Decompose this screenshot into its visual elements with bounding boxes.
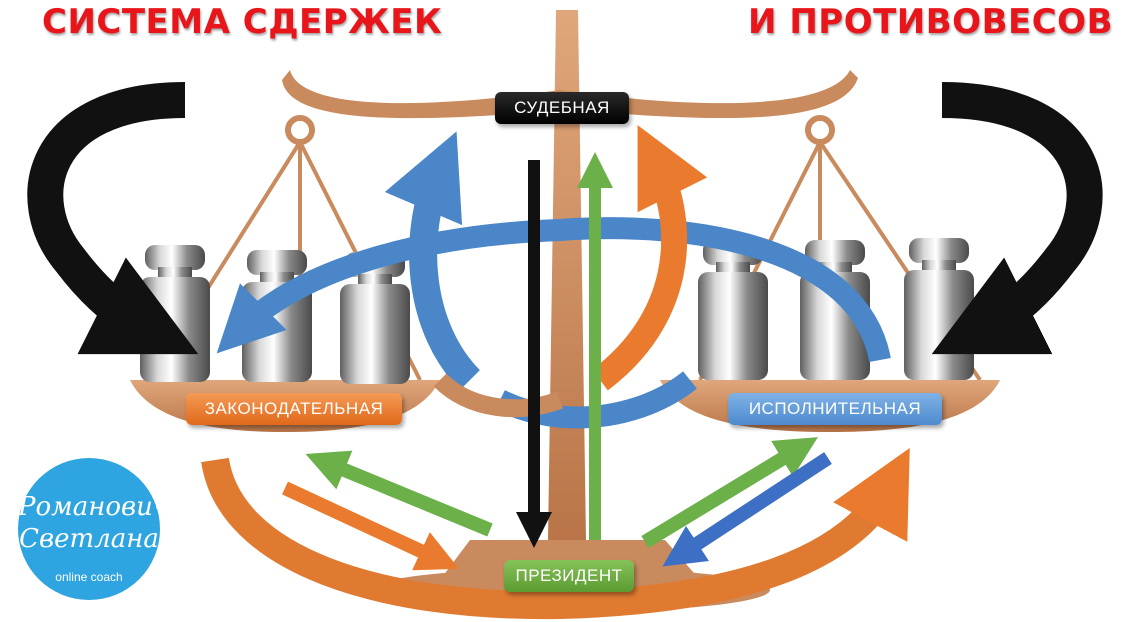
- logo-name-line1: Романович: [18, 492, 170, 522]
- branch-judicial: СУДЕБНАЯ: [495, 92, 629, 124]
- black-curve-arrow-right: [931, 82, 1103, 355]
- author-logo: Романович Светлана online coach: [18, 458, 170, 600]
- blue-arc-arrow: [384, 131, 481, 390]
- orange-arc-arrow: [592, 125, 708, 391]
- weight-icon: [140, 238, 974, 384]
- branch-legislative: ЗАКОНОДАТЕЛЬНАЯ: [186, 393, 402, 425]
- title-left: СИСТЕМА СДЕРЖЕК: [42, 2, 443, 42]
- title-right: И ПРОТИВОВЕСОВ: [748, 2, 1113, 42]
- logo-tagline: online coach: [55, 570, 123, 584]
- blue-ellipse-arrow: [216, 217, 891, 363]
- branch-executive: ИСПОЛНИТЕЛЬНАЯ: [728, 393, 942, 425]
- branch-president: ПРЕЗИДЕНТ: [504, 560, 634, 592]
- black-curve-arrow-left: [27, 82, 199, 355]
- orange-diag-arrow-left: [282, 481, 460, 571]
- orange-lower-arc: [433, 373, 564, 418]
- logo-name-line2: Светлана: [19, 524, 159, 554]
- blue-diag-arrow-right: [662, 452, 832, 567]
- bottom-sweep-arrow: [201, 447, 910, 620]
- green-diag-arrow-left: [305, 450, 493, 537]
